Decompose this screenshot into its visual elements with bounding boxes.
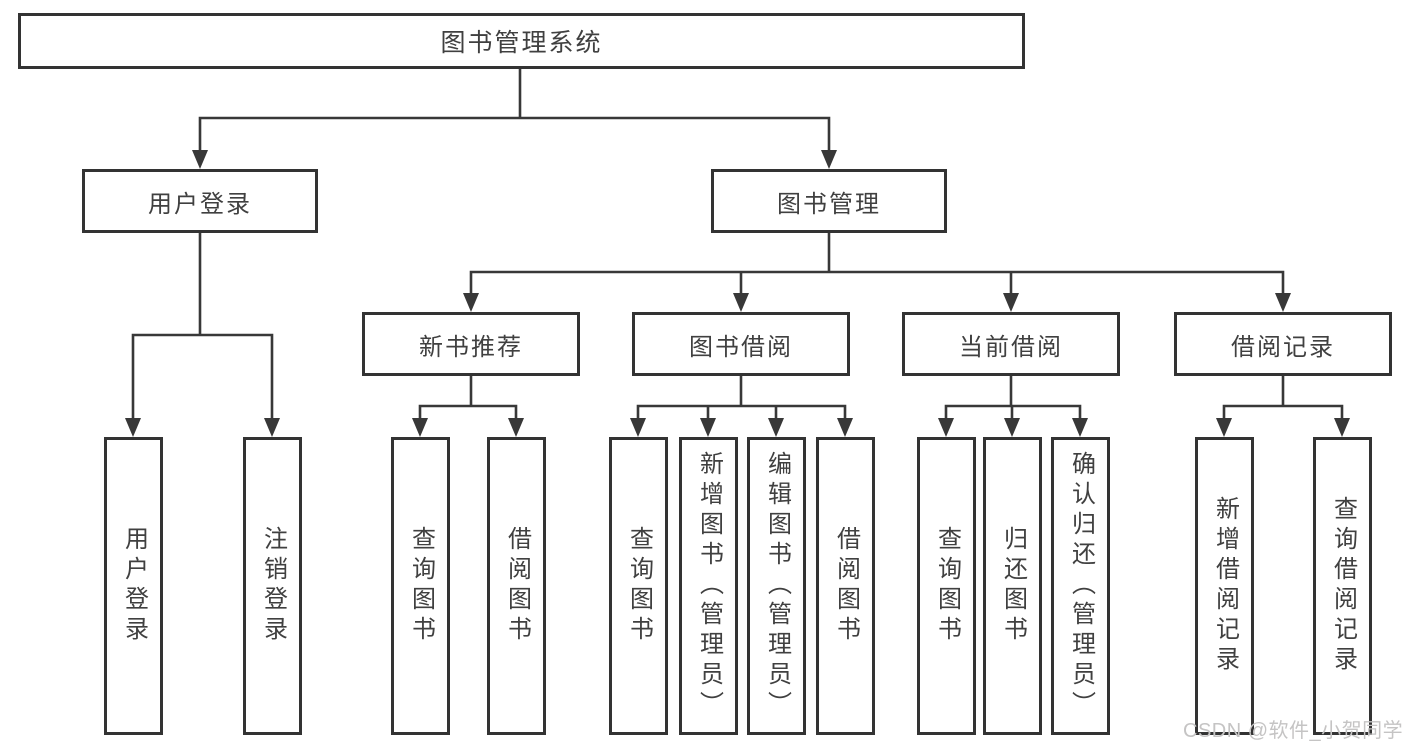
- connector-root-to-level2: [192, 69, 837, 169]
- connector-line: [1222, 404, 1344, 420]
- leaf-current-confirm-return-admin: 确认归还（管理员）: [1051, 437, 1110, 735]
- arrowhead: [733, 293, 749, 312]
- arrowhead: [1004, 418, 1020, 437]
- connector-line: [469, 270, 1285, 295]
- node-label: 借阅记录: [1231, 333, 1335, 361]
- leaf-current-return-books: 归还图书: [983, 437, 1042, 735]
- node-user-login: 用户登录: [82, 169, 318, 233]
- arrowhead: [1003, 293, 1019, 312]
- node-label: 用户登录: [148, 190, 252, 218]
- arrowhead: [768, 418, 784, 437]
- leaf-label: 新增借阅记录: [1211, 496, 1239, 676]
- leaf-newbook-query-books: 查询图书: [391, 437, 450, 735]
- leaf-label: 注销登录: [259, 526, 287, 646]
- arrowhead: [1072, 418, 1088, 437]
- leaf-label: 用户登录: [120, 526, 148, 646]
- arrowhead: [192, 150, 208, 169]
- connector-borrowing-subtree: [630, 376, 853, 437]
- node-current-borrowing: 当前借阅: [902, 312, 1120, 376]
- arrowhead: [1216, 418, 1232, 437]
- arrowhead: [821, 150, 837, 169]
- connector-current-subtree: [938, 376, 1088, 437]
- arrowhead: [264, 418, 280, 437]
- arrowhead: [508, 418, 524, 437]
- leaf-records-add-record: 新增借阅记录: [1195, 437, 1254, 735]
- arrowhead: [1334, 418, 1350, 437]
- watermark: CSDN @软件_小贺同学: [1183, 720, 1404, 742]
- arrowhead: [1275, 293, 1291, 312]
- arrowhead: [412, 418, 428, 437]
- leaf-current-query-books: 查询图书: [917, 437, 976, 735]
- leaf-label: 借阅图书: [832, 526, 860, 646]
- leaf-label: 借阅图书: [503, 526, 531, 646]
- node-book-borrowing: 图书借阅: [632, 312, 850, 376]
- node-label: 当前借阅: [959, 333, 1063, 361]
- connector-line: [418, 404, 518, 420]
- node-library-system: 图书管理系统: [18, 13, 1025, 69]
- connector-line: [198, 116, 831, 152]
- connector-records-subtree: [1216, 376, 1350, 437]
- node-label: 图书管理: [777, 190, 881, 218]
- arrowhead: [938, 418, 954, 437]
- leaf-borrowing-query-books: 查询图书: [609, 437, 668, 735]
- arrowhead: [630, 418, 646, 437]
- node-label: 新书推荐: [419, 333, 523, 361]
- leaf-label: 查询图书: [407, 526, 435, 646]
- node-label: 图书管理系统: [440, 29, 603, 57]
- node-new-book-recommend: 新书推荐: [362, 312, 580, 376]
- connector-line: [131, 333, 274, 420]
- arrowhead: [700, 418, 716, 437]
- node-borrowing-records: 借阅记录: [1174, 312, 1392, 376]
- arrowhead: [837, 418, 853, 437]
- leaf-label: 查询图书: [933, 526, 961, 646]
- leaf-label: 归还图书: [999, 526, 1027, 646]
- connector-newbook-subtree: [412, 376, 524, 437]
- leaf-newbook-borrow-books: 借阅图书: [487, 437, 546, 735]
- leaf-label: 确认归还（管理员）: [1067, 451, 1095, 721]
- connector-line: [636, 404, 847, 420]
- connector-bookmgmt-to-level3: [463, 233, 1291, 312]
- leaf-label: 查询图书: [625, 526, 653, 646]
- leaf-label: 查询借阅记录: [1329, 496, 1357, 676]
- arrowhead: [463, 293, 479, 312]
- leaf-label: 编辑图书（管理员）: [763, 451, 791, 721]
- leaf-logout: 注销登录: [243, 437, 302, 735]
- connector-userlogin-subtree: [125, 233, 280, 437]
- node-label: 图书借阅: [689, 333, 793, 361]
- leaf-user-login: 用户登录: [104, 437, 163, 735]
- leaf-label: 新增图书（管理员）: [695, 451, 723, 721]
- leaf-borrowing-add-books-admin: 新增图书（管理员）: [679, 437, 738, 735]
- leaf-borrowing-borrow-books: 借阅图书: [816, 437, 875, 735]
- leaf-records-query-record: 查询借阅记录: [1313, 437, 1372, 735]
- arrowhead: [125, 418, 141, 437]
- leaf-borrowing-edit-books-admin: 编辑图书（管理员）: [747, 437, 806, 735]
- node-book-management: 图书管理: [711, 169, 947, 233]
